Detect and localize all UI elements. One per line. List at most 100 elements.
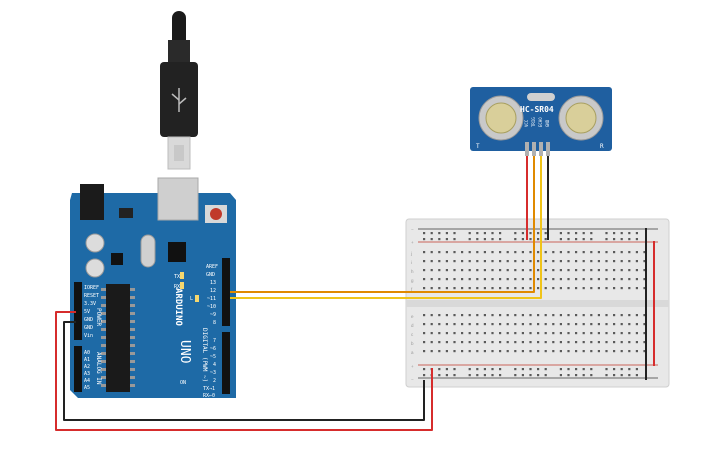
breadboard-hole: [559, 260, 562, 263]
breadboard-hole: [491, 374, 494, 377]
breadboard-hole: [483, 374, 486, 377]
breadboard-hole: [491, 314, 494, 317]
breadboard-hole: [620, 323, 623, 326]
breadboard-hole: [620, 260, 623, 263]
breadboard-hole: [605, 232, 608, 235]
breadboard-hole: [521, 350, 524, 353]
sensor-pin-echo: ECHO: [538, 117, 543, 127]
breadboard-hole: [628, 368, 631, 371]
digital-section-label: DIGITAL (PWM ~): [201, 328, 208, 382]
breadboard-hole: [537, 251, 540, 254]
led-l: [195, 295, 199, 302]
breadboard-hole: [529, 251, 532, 254]
breadboard-hole: [521, 374, 524, 377]
breadboard-hole: [453, 374, 456, 377]
row-letter-b: b: [411, 341, 414, 346]
breadboard-hole: [476, 341, 479, 344]
breadboard-hole: [453, 238, 456, 241]
breadboard-hole: [491, 238, 494, 241]
breadboard-hole: [529, 260, 532, 263]
crystal: [140, 234, 156, 268]
breadboard-hole: [468, 269, 471, 272]
breadboard-hole: [521, 232, 524, 235]
breadboard-hole: [423, 341, 426, 344]
breadboard-hole: [635, 287, 638, 290]
breadboard-hole: [628, 350, 631, 353]
breadboard-hole: [544, 314, 547, 317]
usb-cable: [160, 11, 198, 170]
breadboard-hole: [582, 374, 585, 377]
breadboard-hole: [430, 341, 433, 344]
rail-plus-top: +: [411, 240, 414, 245]
breadboard-hole: [597, 341, 600, 344]
wire-echo-yellow[interactable]: [230, 156, 542, 299]
breadboard-hole: [620, 287, 623, 290]
rail-plus-bottom: +: [411, 364, 414, 369]
breadboard-hole: [597, 350, 600, 353]
pin-label-vin: Vin: [84, 333, 93, 339]
breadboard-hole: [628, 323, 631, 326]
breadboard-hole: [521, 260, 524, 263]
breadboard-hole: [582, 278, 585, 281]
breadboard-hole: [582, 232, 585, 235]
breadboard-hole: [430, 323, 433, 326]
breadboard-hole: [453, 314, 456, 317]
breadboard-hole: [453, 251, 456, 254]
breadboard-hole: [468, 232, 471, 235]
transducer-right-mesh: [565, 102, 597, 134]
breadboard-hole: [476, 260, 479, 263]
breadboard-hole: [423, 238, 426, 241]
breadboard-hole: [552, 341, 555, 344]
breadboard-hole: [529, 238, 532, 241]
pin-label-7: 7: [213, 338, 216, 344]
breadboard-hole: [628, 314, 631, 317]
breadboard-hole: [430, 232, 433, 235]
breadboard-hole: [483, 350, 486, 353]
breadboard-hole: [620, 232, 623, 235]
breadboard-hole: [567, 368, 570, 371]
wire-gnd-arduino-black[interactable]: [63, 321, 425, 421]
breadboard-hole: [491, 287, 494, 290]
pin-label-gnd: GND: [206, 272, 215, 278]
breadboard-hole: [582, 269, 585, 272]
breadboard-hole: [506, 260, 509, 263]
breadboard-hole: [468, 332, 471, 335]
breadboard-hole: [476, 368, 479, 371]
breadboard-hole: [559, 323, 562, 326]
breadboard-hole: [514, 332, 517, 335]
breadboard-hole: [483, 232, 486, 235]
breadboard-hole: [438, 332, 441, 335]
breadboard-hole: [521, 323, 524, 326]
wire-5v-red[interactable]: [55, 311, 433, 431]
breadboard-hole: [613, 374, 616, 377]
breadboard-hole: [506, 341, 509, 344]
breadboard-hole: [613, 350, 616, 353]
breadboard-hole: [499, 314, 502, 317]
breadboard-hole: [597, 287, 600, 290]
reset-button-cap[interactable]: [210, 208, 222, 220]
breadboard-hole: [590, 251, 593, 254]
breadboard-hole: [635, 238, 638, 241]
breadboard-hole: [468, 260, 471, 263]
model-label: UNO: [177, 340, 192, 364]
breadboard-hole: [529, 278, 532, 281]
breadboard-hole: [483, 332, 486, 335]
row-letter-f: f: [411, 287, 413, 292]
wire-trig-orange[interactable]: [230, 156, 535, 293]
arduino-uno-board: AREF GND 13 12 ~11 ~10 ~9 8 7 ~6 ~5 4 ~3…: [70, 177, 236, 399]
breadboard-hole: [468, 341, 471, 344]
breadboard-hole: [613, 232, 616, 235]
pin-label-aref: AREF: [206, 264, 218, 270]
breadboard-hole: [483, 314, 486, 317]
breadboard-hole: [643, 287, 646, 290]
breadboard-hole: [430, 350, 433, 353]
breadboard-hole: [544, 232, 547, 235]
sensor-pin-trig: TRIG: [531, 117, 536, 127]
breadboard-hole: [544, 269, 547, 272]
breadboard-hole: [430, 238, 433, 241]
breadboard-hole: [567, 260, 570, 263]
breadboard-hole: [537, 260, 540, 263]
breadboard-hole: [613, 251, 616, 254]
breadboard-hole: [567, 269, 570, 272]
breadboard-hole: [575, 368, 578, 371]
